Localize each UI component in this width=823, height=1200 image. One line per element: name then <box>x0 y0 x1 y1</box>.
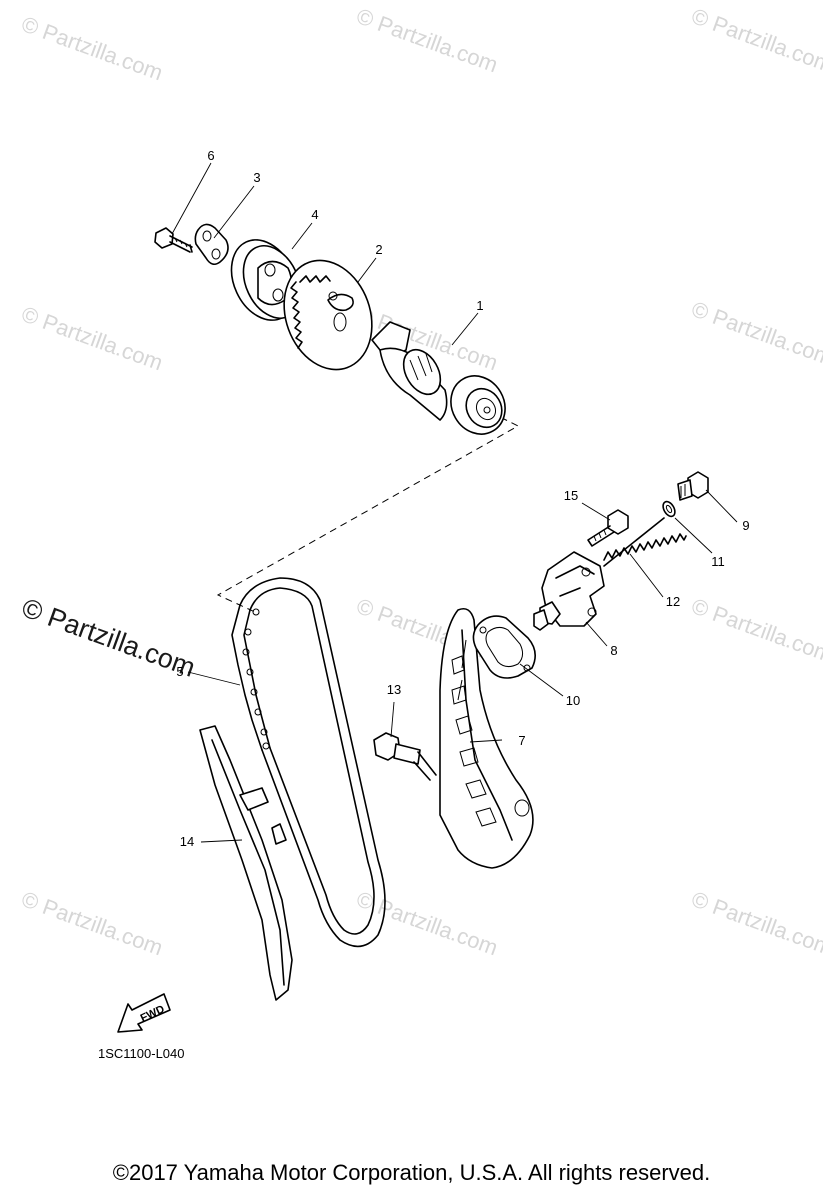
tensioner-guide-part-7 <box>439 607 534 869</box>
callout-2: 2 <box>375 242 382 257</box>
plate-part-3 <box>194 223 229 266</box>
watermark: © Partzilla.com <box>353 886 501 960</box>
bolt-part-6 <box>154 227 193 253</box>
copyright-notice: ©2017 Yamaha Motor Corporation, U.S.A. A… <box>112 1160 711 1185</box>
watermark: © Partzilla.com <box>688 3 823 77</box>
watermark: © Partzilla.com <box>18 886 166 960</box>
callout-13: 13 <box>387 682 401 697</box>
callout-15: 15 <box>564 488 578 503</box>
diagram-code: 1SC1100-L040 <box>98 1046 185 1061</box>
camshaft-part-1 <box>371 321 506 435</box>
fwd-arrow-icon: FWD <box>117 993 171 1033</box>
gasket-part-10 <box>472 615 536 679</box>
tensioner-body-part-8 <box>533 551 605 631</box>
watermark: © Partzilla.com <box>688 886 823 960</box>
watermark: © Partzilla.com <box>18 301 166 375</box>
callout-3: 3 <box>253 170 260 185</box>
watermark: © Partzilla.com <box>688 593 823 667</box>
callout-4: 4 <box>311 207 318 222</box>
callout-7: 7 <box>518 733 525 748</box>
watermark: © Partzilla.com <box>18 11 166 85</box>
timing-chain-part-5 <box>231 577 386 948</box>
leader-lines <box>171 162 738 843</box>
chain-guide-part-14 <box>199 725 293 1001</box>
callout-11: 11 <box>711 554 725 569</box>
callout-12: 12 <box>666 594 680 609</box>
watermark: © Partzilla.com <box>353 3 501 77</box>
washer-part-11 <box>662 500 676 518</box>
bolt-part-15 <box>587 509 629 547</box>
bolt-part-13 <box>373 732 437 781</box>
callout-numbers: 6 3 4 2 1 5 7 8 9 10 11 12 13 14 15 <box>176 148 749 849</box>
watermark: © Partzilla.com <box>688 296 823 370</box>
sprocket-part-2 <box>283 259 373 371</box>
bolt-part-9 <box>677 471 709 501</box>
callout-6: 6 <box>207 148 214 163</box>
callout-14: 14 <box>180 834 194 849</box>
callout-8: 8 <box>610 643 617 658</box>
spring-part-12 <box>603 517 687 567</box>
callout-1: 1 <box>476 298 483 313</box>
callout-9: 9 <box>742 518 749 533</box>
watermark-highlighted: © Partzilla.com <box>18 592 199 682</box>
callout-10: 10 <box>566 693 580 708</box>
callout-5: 5 <box>176 664 183 679</box>
